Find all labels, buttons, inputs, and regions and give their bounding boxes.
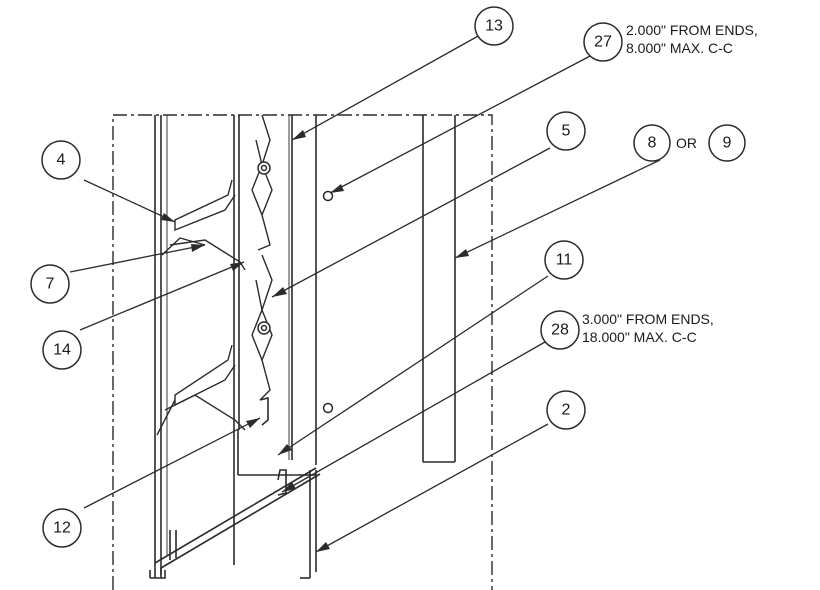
callout-27: 27 [583,22,623,62]
right-frame [237,115,456,476]
callout-4-label: 4 [57,152,66,169]
callout-28-label: 28 [551,322,569,339]
callout-7-label: 7 [46,276,55,293]
callout-11: 11 [544,240,584,280]
lower-blade-linkage [156,254,273,436]
note-28-line2: 18.000" MAX. C-C [582,329,697,345]
callout-5: 5 [546,111,586,151]
callout-8-label: 8 [648,135,657,152]
sill-member [154,467,321,579]
note-27-line2: 8.000" MAX. C-C [626,40,733,56]
phantom-boundary [112,114,493,590]
note-28-line1: 3.000" FROM ENDS, [582,311,714,327]
callout-28: 28 [540,310,580,350]
callout-2: 2 [546,390,586,430]
callout-27-label: 27 [594,34,612,51]
callout-7: 7 [30,264,70,304]
callout-12: 12 [42,508,82,548]
callout-12-label: 12 [53,520,71,537]
callout-4: 4 [41,140,81,180]
callout-13-label: 13 [485,18,503,35]
upper-blade-linkage [161,114,273,271]
callout-2-label: 2 [562,402,571,419]
callout-8: 8 [633,124,671,162]
callout-5-label: 5 [562,123,571,140]
blade-channel [233,115,293,565]
callout-9: 9 [708,124,746,162]
fasteners [322,190,334,414]
callout-11-label: 11 [556,252,573,269]
or-text: OR [676,135,697,151]
callout-14: 14 [42,330,82,370]
leader-lines [69,34,661,553]
callout-14-label: 14 [53,342,71,359]
callout-9-label: 9 [723,135,732,152]
callout-13: 13 [474,6,514,46]
note-27-line1: 2.000" FROM ENDS, [626,22,758,38]
left-jamb-profile [149,115,168,579]
